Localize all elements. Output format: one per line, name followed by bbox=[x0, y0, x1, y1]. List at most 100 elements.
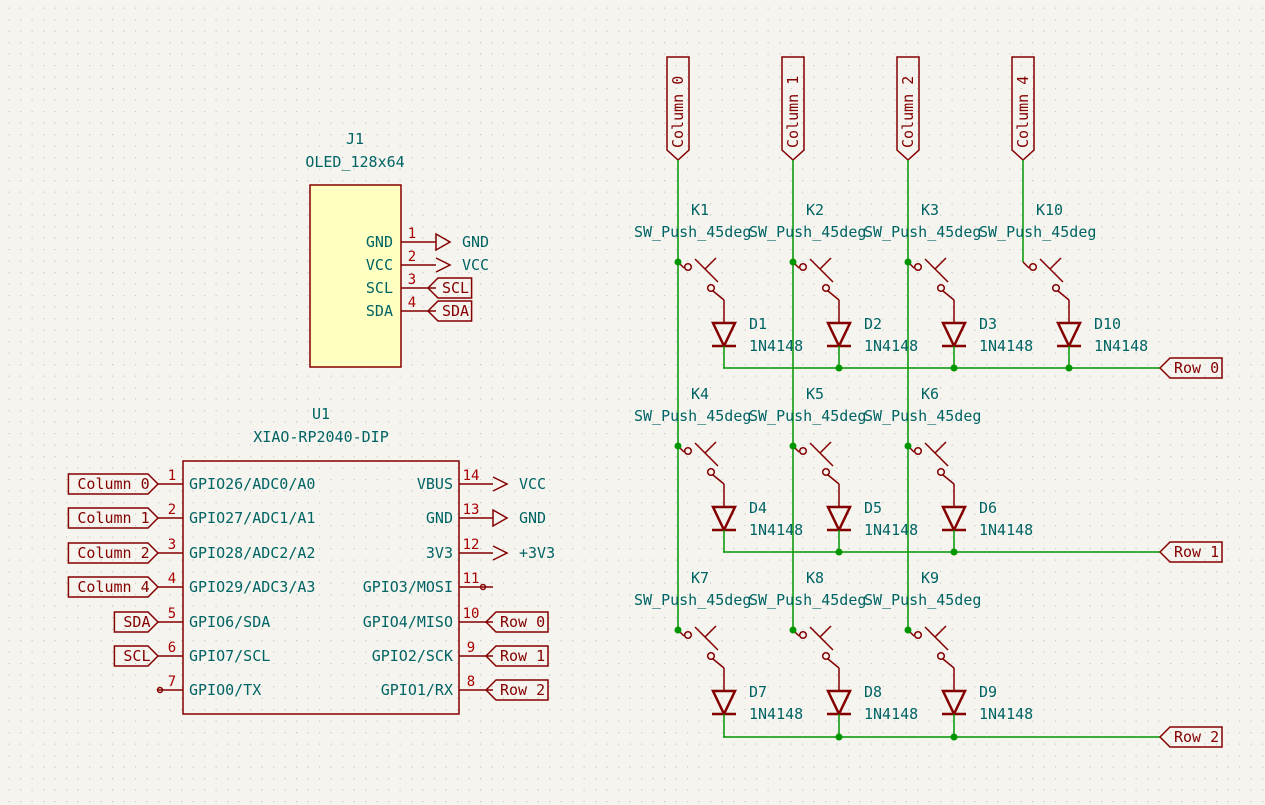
global-label-column-4[interactable] bbox=[67, 576, 160, 598]
switch-actuator-icon bbox=[694, 258, 719, 283]
pin-name: 3V3 bbox=[426, 544, 453, 562]
diode-value: 1N4148 bbox=[979, 337, 1033, 355]
switch-value: SW_Push_45deg bbox=[634, 591, 751, 609]
switch-contact-icon bbox=[798, 262, 808, 272]
switch-actuator-icon bbox=[924, 442, 949, 467]
global-label-row-1[interactable] bbox=[484, 645, 549, 667]
column-label-column-1[interactable]: Column 1 bbox=[781, 56, 805, 162]
pin-number: 2 bbox=[408, 249, 416, 265]
u1-pin-7[interactable]: GPIO0/TX7 bbox=[156, 674, 262, 699]
j1-ref: J1 bbox=[346, 130, 364, 148]
diode-ref: D7 bbox=[749, 683, 767, 701]
global-label-column-2[interactable] bbox=[67, 542, 160, 564]
switch-actuator-icon bbox=[819, 257, 832, 270]
pin-number: 8 bbox=[467, 674, 475, 690]
diode-value: 1N4148 bbox=[864, 337, 918, 355]
switch-actuator-icon bbox=[694, 626, 719, 651]
switch-value: SW_Push_45deg bbox=[979, 223, 1096, 241]
global-label-row-0[interactable] bbox=[1158, 357, 1223, 379]
switch-contact-icon bbox=[798, 630, 808, 640]
column-label-column-2[interactable]: Column 2 bbox=[896, 56, 920, 162]
global-label-row-1[interactable] bbox=[1158, 541, 1223, 563]
global-label-column-1[interactable] bbox=[781, 56, 805, 162]
column-label-column-0[interactable]: Column 0 bbox=[666, 56, 690, 162]
global-label-row-2[interactable] bbox=[1158, 726, 1223, 748]
diode-icon bbox=[941, 505, 967, 533]
switch-actuator-icon bbox=[819, 441, 832, 454]
junction-dot bbox=[674, 258, 682, 266]
switch-actuator-icon bbox=[819, 625, 832, 638]
global-label-text: Row 2 bbox=[1174, 728, 1219, 746]
component-u1-xiao[interactable]: U1 XIAO-RP2040-DIP GPIO26/ADC0/A01Column… bbox=[67, 405, 555, 715]
diode-d3[interactable]: D3 1N4148 bbox=[941, 300, 1033, 368]
global-label-column-4[interactable] bbox=[1011, 56, 1035, 162]
global-label-column-0[interactable] bbox=[666, 56, 690, 162]
switch-contact-icon bbox=[821, 467, 831, 477]
global-label-column-1[interactable] bbox=[67, 507, 160, 529]
global-label-sda[interactable] bbox=[426, 300, 473, 322]
junction-dot bbox=[789, 626, 797, 634]
no-connect-icon bbox=[479, 583, 487, 591]
global-label-text: SDA bbox=[442, 302, 469, 320]
global-label-text: Column 2 bbox=[899, 76, 917, 148]
global-label-text: Column 2 bbox=[77, 544, 149, 562]
global-label-column-0[interactable] bbox=[67, 473, 160, 495]
switch-lead bbox=[827, 474, 840, 485]
diode-value: 1N4148 bbox=[979, 521, 1033, 539]
switch-ref: K7 bbox=[691, 569, 709, 587]
diode-ref: D3 bbox=[979, 315, 997, 333]
global-label-row-0[interactable] bbox=[484, 611, 549, 633]
global-label-scl[interactable] bbox=[426, 277, 473, 299]
global-label-column-2[interactable] bbox=[896, 56, 920, 162]
global-label-sda[interactable] bbox=[113, 611, 160, 633]
switch-ref: K9 bbox=[921, 569, 939, 587]
diode-icon bbox=[941, 321, 967, 349]
pin-name: GPIO27/ADC1/A1 bbox=[189, 509, 315, 527]
global-label-row-2[interactable] bbox=[484, 679, 549, 701]
ground-icon bbox=[435, 232, 452, 252]
power-net-label: VCC bbox=[462, 256, 489, 274]
junction-dot bbox=[904, 626, 912, 634]
column-label-column-4[interactable]: Column 4 bbox=[1011, 56, 1035, 162]
global-label-scl[interactable] bbox=[113, 645, 160, 667]
